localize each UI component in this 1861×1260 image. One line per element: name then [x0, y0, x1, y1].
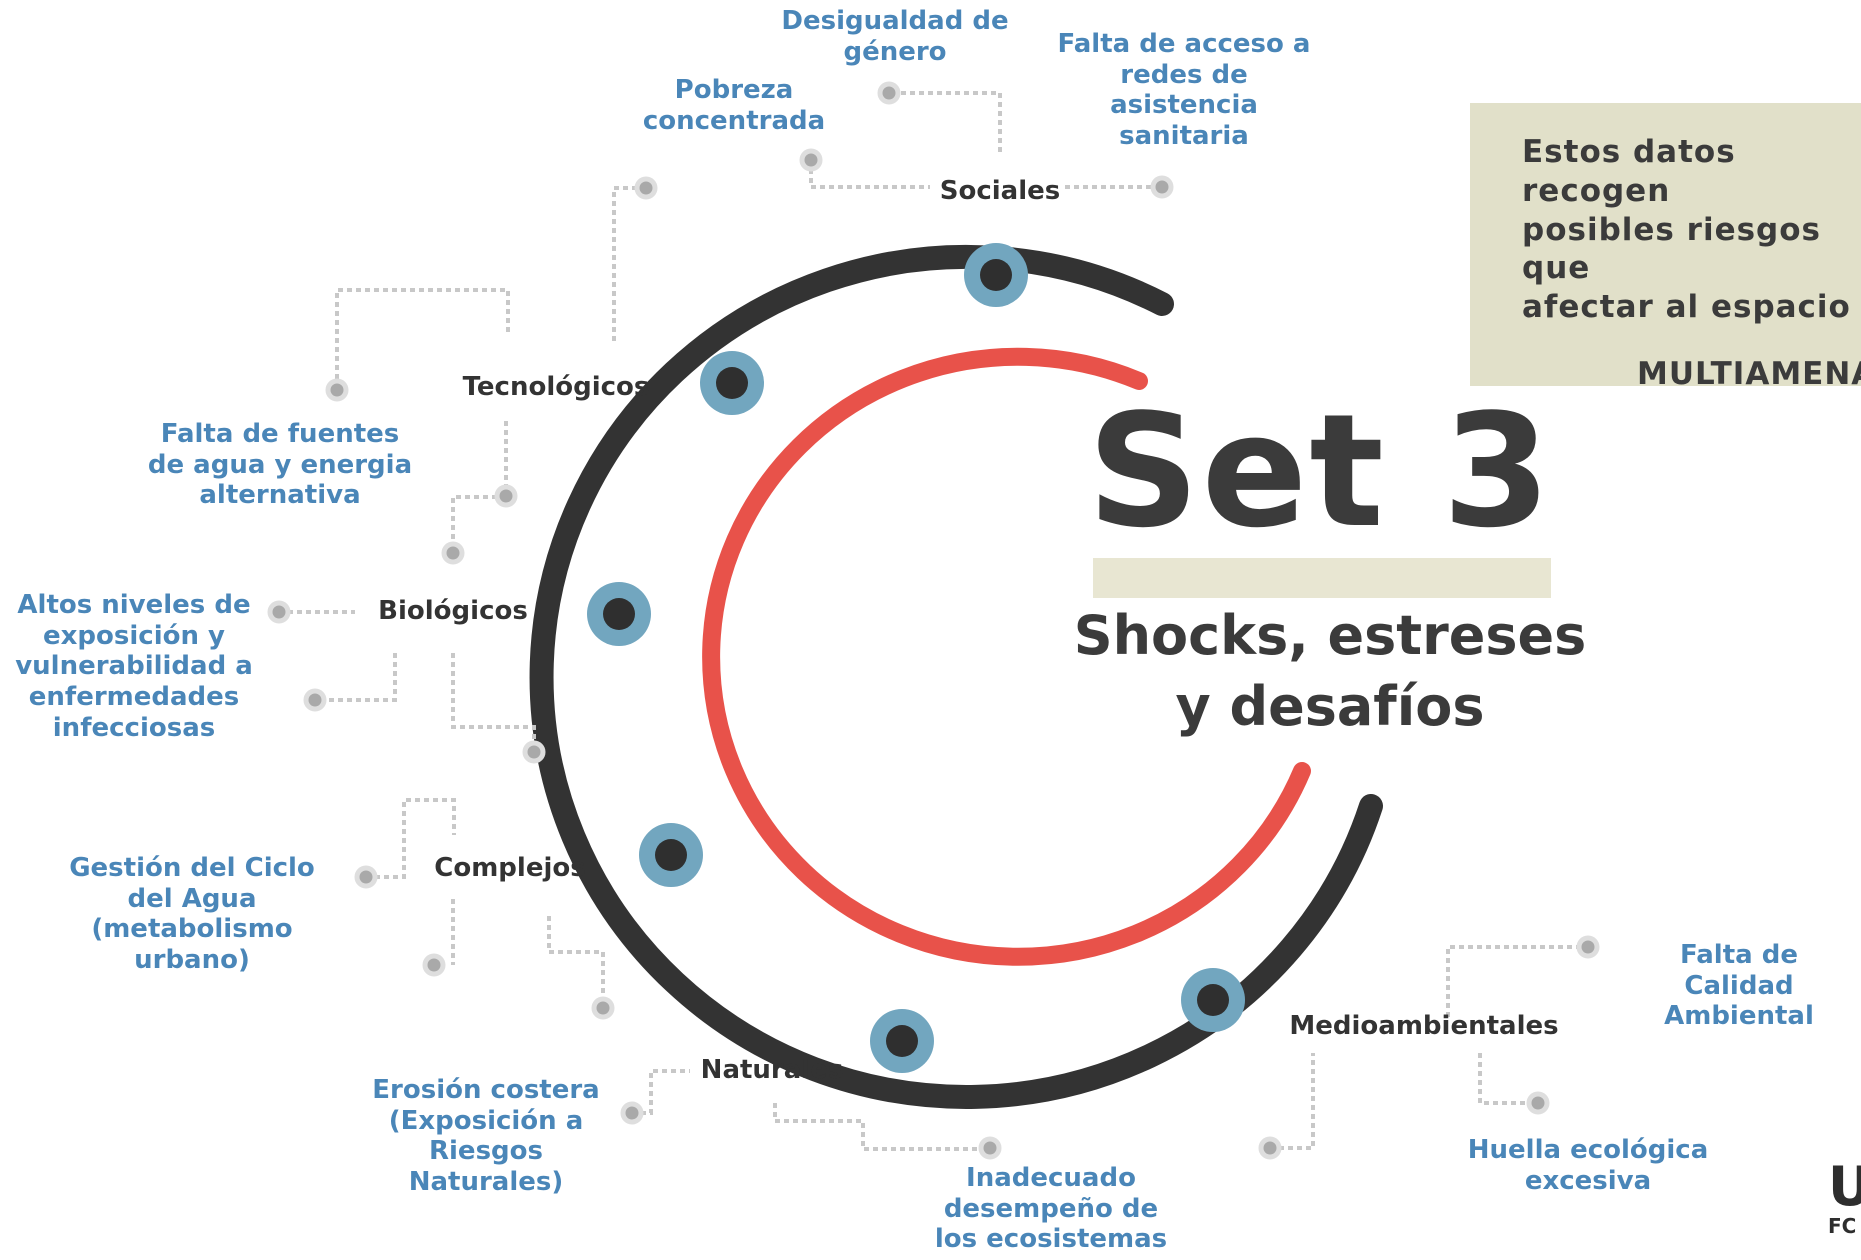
endpoint-dot [1576, 935, 1600, 959]
info-box-text: Estos datos recogen posibles riesgos que… [1522, 134, 1851, 325]
category-label-medioambientales: Medioambientales [1289, 1011, 1559, 1041]
endpoint-dot [1526, 1091, 1550, 1115]
category-label-tecnologicos: Tecnológicos [462, 372, 650, 402]
endpoint-dot [522, 740, 546, 764]
endpoint-dot [877, 81, 901, 105]
connectors [279, 91, 1588, 1151]
endpoint-dot [422, 953, 446, 977]
risk-label-huella: Huella ecológica excesiva [1467, 1135, 1709, 1196]
inner-arc [702, 347, 1311, 966]
risk-label-erosion: Erosión costera (Exposición a Riesgos Na… [372, 1075, 600, 1198]
info-box-tag: MULTIAMENA [1637, 355, 1861, 392]
node-naturales [870, 1009, 934, 1073]
endpoint-dot [591, 996, 615, 1020]
page-subtitle: Shocks, estreses y desafíos [1073, 604, 1587, 739]
endpoint-dot [354, 865, 378, 889]
risk-label-ecosistemas: Inadecuado desempeño de los ecosistemas [934, 1163, 1168, 1255]
endpoint-dot [441, 541, 465, 565]
endpoint-dot [799, 148, 823, 172]
endpoint-dot [1258, 1136, 1282, 1160]
risk-label-fuentes-agua: Falta de fuentes de agua y energia alter… [147, 419, 413, 511]
page-title: Set 3 [1087, 380, 1553, 562]
risk-label-ciclo-agua: Gestión del Ciclo del Agua (metabolismo … [69, 853, 315, 976]
endpoint-dot [494, 484, 518, 508]
node-tecnologicos [700, 351, 764, 415]
endpoint-dot [978, 1136, 1002, 1160]
info-box: Estos datos recogen posibles riesgos que… [1470, 103, 1861, 392]
node-biologicos [587, 582, 651, 646]
risk-label-altos-niveles: Altos niveles de exposición y vulnerabil… [15, 590, 253, 743]
endpoint-dot [267, 600, 291, 624]
risk-label-calidad-ambiental: Falta de Calidad Ambiental [1664, 940, 1814, 1032]
category-nodes [587, 243, 1245, 1073]
risk-label-desigualdad: Desigualdad de género [781, 6, 1009, 67]
node-medioambientales [1181, 968, 1245, 1032]
title-underline-band [1093, 558, 1551, 598]
endpoint-dot [1150, 175, 1174, 199]
endpoint-dot [325, 378, 349, 402]
category-label-naturales: Naturales [700, 1055, 844, 1085]
logo-letter: U [1828, 1155, 1861, 1218]
category-label-sociales: Sociales [939, 176, 1061, 206]
outer-arc [529, 244, 1383, 1109]
risk-label-falta-acceso: Falta de acceso a redes de asistencia sa… [1057, 29, 1311, 152]
logo-caption: FC [1828, 1214, 1857, 1238]
node-complejos [639, 823, 703, 887]
category-label-biologicos: Biológicos [378, 596, 528, 626]
category-label-complejos: Complejos [434, 853, 586, 883]
endpoint-dot [634, 176, 658, 200]
connector-endpoints [267, 81, 1600, 1160]
logo: U FC [1828, 1160, 1861, 1260]
risk-label-pobreza: Pobreza concentrada [642, 75, 826, 136]
endpoint-dot [303, 688, 327, 712]
node-sociales [964, 243, 1028, 307]
endpoint-dot [620, 1101, 644, 1125]
